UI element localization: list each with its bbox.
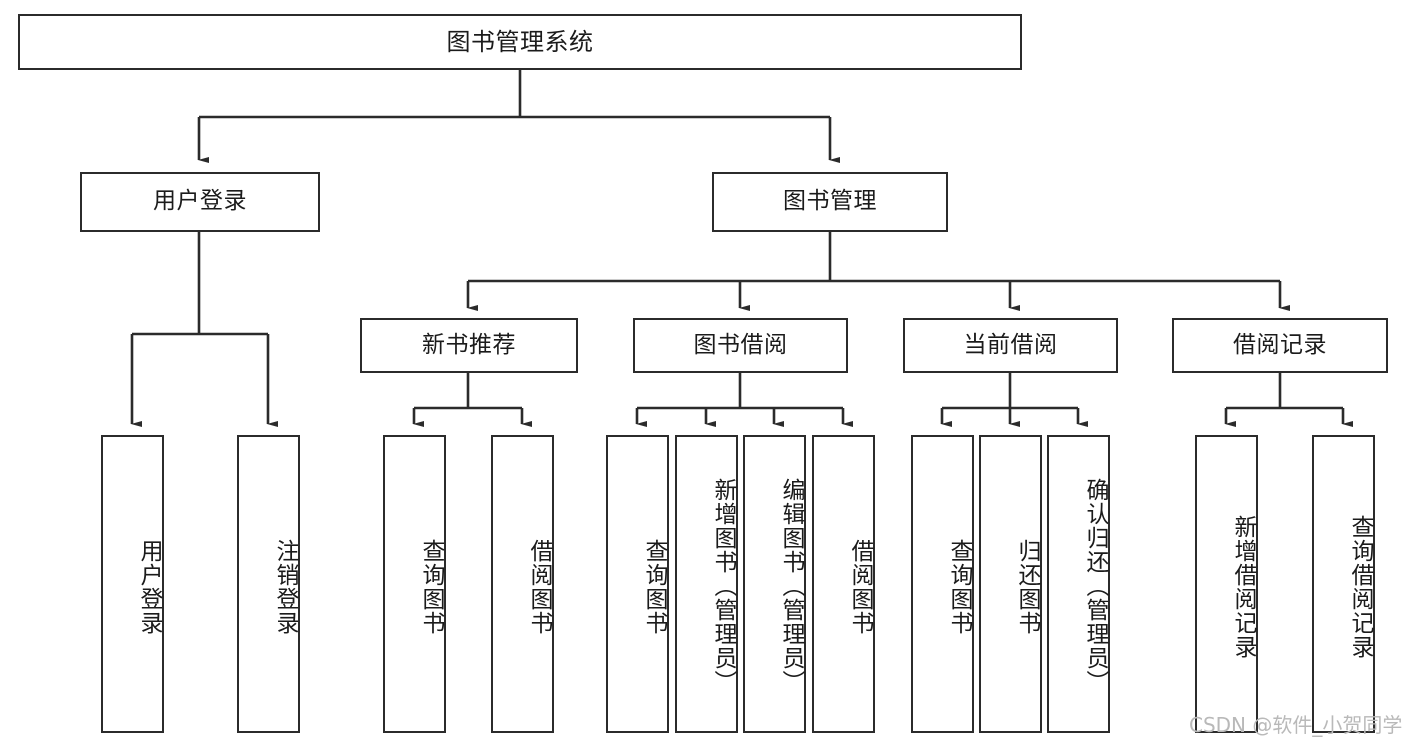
leaf-borrow-book-new[interactable]: 借阅图书 <box>491 435 554 733</box>
leaf-user-login[interactable]: 用户登录 <box>101 435 164 733</box>
node-label: 图书借阅 <box>693 331 788 358</box>
leaf-return-book[interactable]: 归还图书 <box>979 435 1042 733</box>
node-book-borrowing[interactable]: 图书借阅 <box>633 318 848 373</box>
node-current-borrowing[interactable]: 当前借阅 <box>903 318 1118 373</box>
leaf-edit-book-admin[interactable]: 编辑图书（管理员） <box>743 435 806 733</box>
node-label: 新书推荐 <box>422 331 516 358</box>
leaf-add-borrow-record[interactable]: 新增借阅记录 <box>1195 435 1258 733</box>
node-label: 借阅记录 <box>1233 331 1327 358</box>
node-label: 查询图书 <box>641 539 667 635</box>
leaf-borrow-book[interactable]: 借阅图书 <box>812 435 875 733</box>
node-label: 编辑图书（管理员） <box>778 478 804 694</box>
leaf-query-book-borrow[interactable]: 查询图书 <box>606 435 669 733</box>
node-label: 新增图书（管理员） <box>710 478 736 694</box>
leaf-query-book-new[interactable]: 查询图书 <box>383 435 446 733</box>
node-label: 查询借阅记录 <box>1347 515 1373 659</box>
node-label: 用户登录 <box>136 539 162 635</box>
node-label: 当前借阅 <box>963 331 1058 358</box>
leaf-confirm-return-admin[interactable]: 确认归还（管理员） <box>1047 435 1110 733</box>
node-label: 归还图书 <box>1014 539 1040 635</box>
node-label: 用户登录 <box>153 188 247 215</box>
node-book-management[interactable]: 图书管理 <box>712 172 948 232</box>
node-label: 图书管理系统 <box>446 27 594 56</box>
node-root-book-management-system[interactable]: 图书管理系统 <box>18 14 1022 70</box>
node-label: 查询图书 <box>418 539 444 635</box>
node-new-book-recommendation[interactable]: 新书推荐 <box>360 318 578 373</box>
node-user-login[interactable]: 用户登录 <box>80 172 320 232</box>
node-label: 图书管理 <box>783 188 877 215</box>
node-label: 注销登录 <box>272 539 298 635</box>
node-label: 查询图书 <box>946 539 972 635</box>
node-label: 新增借阅记录 <box>1230 515 1256 659</box>
node-label: 确认归还（管理员） <box>1082 478 1108 694</box>
leaf-logout[interactable]: 注销登录 <box>237 435 300 733</box>
leaf-query-borrow-record[interactable]: 查询借阅记录 <box>1312 435 1375 733</box>
node-label: 借阅图书 <box>526 539 552 635</box>
csdn-watermark: CSDN @软件_小贺同学 <box>1189 713 1403 737</box>
leaf-add-book-admin[interactable]: 新增图书（管理员） <box>675 435 738 733</box>
leaf-query-book-current[interactable]: 查询图书 <box>911 435 974 733</box>
node-label: 借阅图书 <box>847 539 873 635</box>
node-borrowing-records[interactable]: 借阅记录 <box>1172 318 1388 373</box>
